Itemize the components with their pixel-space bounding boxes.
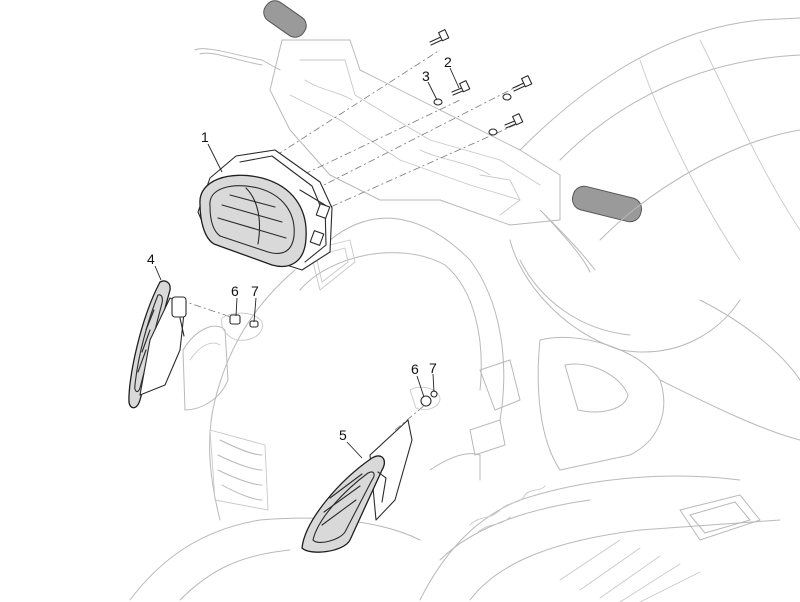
right-turn-signal <box>301 419 413 553</box>
headlight-lens <box>199 174 307 267</box>
left-handlebar-grip <box>263 0 307 38</box>
screw <box>429 29 450 46</box>
callout-1: 1 <box>201 129 209 145</box>
bulb-sockets <box>221 312 441 410</box>
callout-7-right: 7 <box>429 360 437 376</box>
callout-3: 3 <box>422 68 430 84</box>
right-handlebar-grip <box>571 185 643 223</box>
washer <box>502 93 512 101</box>
callout-6: 6 <box>231 283 239 299</box>
screw <box>504 113 524 129</box>
washer <box>433 98 443 106</box>
leader-lines <box>154 67 460 459</box>
callout-7: 7 <box>251 283 259 299</box>
callout-labels: 1 2 3 4 5 6 7 6 7 <box>147 54 452 443</box>
callout-5: 5 <box>339 427 347 443</box>
horn-cover-vents <box>209 429 269 511</box>
floorboard-ribs <box>559 539 701 602</box>
left-turn-signal <box>128 280 187 409</box>
callout-2: 2 <box>444 54 452 70</box>
callout-6-right: 6 <box>411 361 419 377</box>
callout-4: 4 <box>147 251 155 267</box>
screw <box>512 75 533 92</box>
headlight-assembly <box>197 149 333 271</box>
scooter-body-outline <box>129 0 800 602</box>
bulb-holder <box>229 314 241 325</box>
screws-and-washers <box>429 29 533 136</box>
screw <box>451 80 471 96</box>
bulb-holder <box>420 395 432 407</box>
washer <box>488 128 498 136</box>
